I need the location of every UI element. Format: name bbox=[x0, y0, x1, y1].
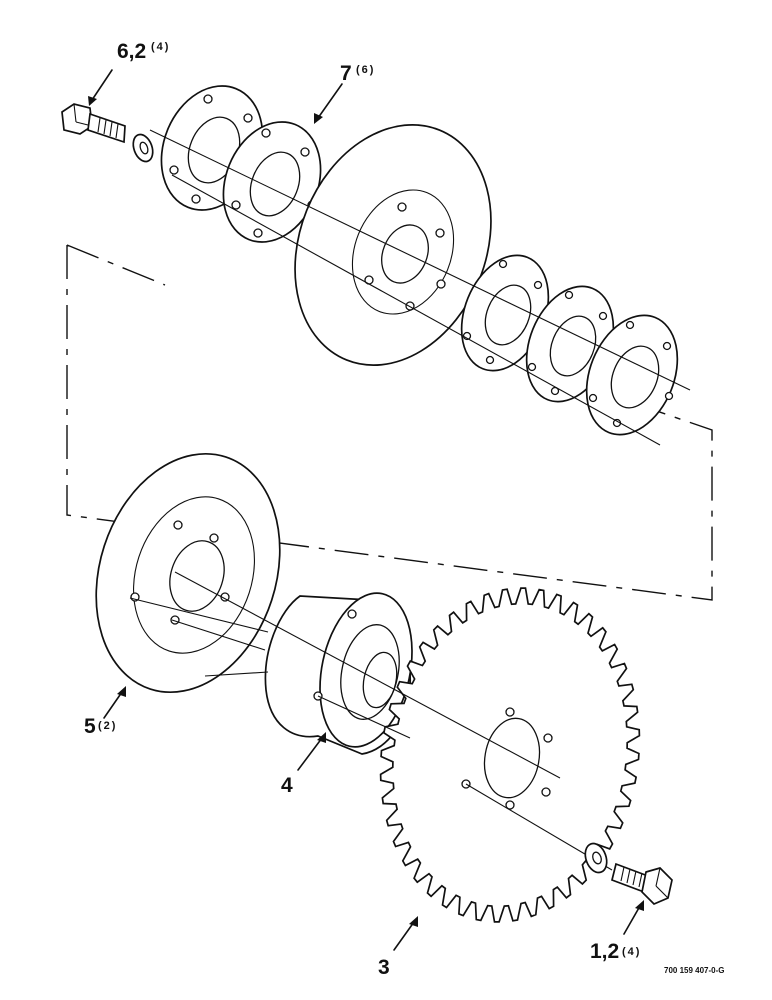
washer-2-upper bbox=[132, 133, 154, 163]
callout-6-2: 6,2 bbox=[117, 40, 146, 63]
disc-5 bbox=[95, 452, 281, 694]
upper-centerlines bbox=[149, 129, 691, 446]
callout-5: 5 bbox=[84, 715, 96, 738]
callout-7: 7 bbox=[340, 62, 352, 85]
assembly-boundary-dashed bbox=[66, 244, 713, 601]
callout-3: 3 bbox=[378, 956, 390, 979]
bolt-1 bbox=[610, 862, 673, 906]
callout-7-qty: (6) bbox=[356, 64, 375, 76]
leader-arrows bbox=[88, 69, 644, 951]
friction-plate-7-c bbox=[460, 254, 550, 372]
large-disc bbox=[294, 124, 492, 366]
callout-1-2-qty: (4) bbox=[622, 946, 641, 958]
friction-plate-7-b bbox=[222, 121, 322, 243]
callout-5-qty: (2) bbox=[98, 720, 117, 732]
callout-4: 4 bbox=[281, 774, 293, 797]
bolt-6 bbox=[61, 103, 126, 144]
sprocket-3 bbox=[379, 587, 641, 923]
figure-reference: 700 159 407-0-G bbox=[664, 966, 725, 975]
callout-1-2: 1,2 bbox=[590, 940, 619, 963]
callout-6-2-qty: (4) bbox=[151, 41, 170, 53]
friction-plate-7-e bbox=[585, 314, 679, 436]
washer-2-lower bbox=[584, 842, 608, 874]
